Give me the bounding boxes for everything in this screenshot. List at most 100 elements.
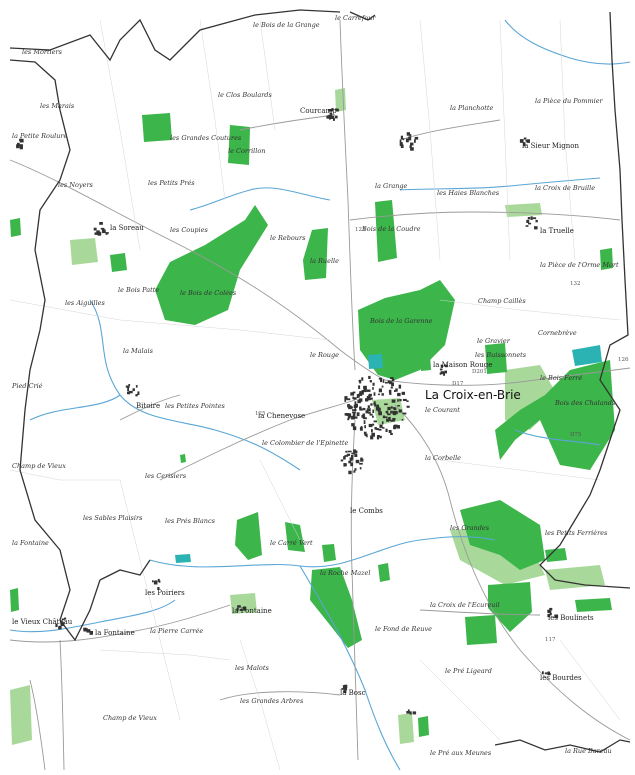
building [443,372,445,376]
hamlet-label: la Soreau [110,224,144,232]
building [402,412,407,415]
building [406,711,410,714]
building [355,459,360,464]
building [354,453,358,457]
road [219,691,341,701]
place-label: le Pré aux Meunes [430,749,492,757]
hamlet-label: la Chenevose [258,412,306,420]
building [526,219,530,223]
forest-patch [228,125,250,165]
building [365,410,369,414]
building [128,384,131,386]
building [373,420,377,423]
building [373,402,375,405]
forest-patch [303,228,328,280]
hamlet-label: les Boulinets [548,614,594,622]
building [326,116,330,118]
road [9,604,231,643]
parcel-line [439,459,601,481]
building [530,216,533,220]
building [157,578,160,582]
building [547,613,551,618]
forest-patch [142,113,172,142]
building [406,405,410,408]
building [391,399,396,403]
building [370,397,373,400]
stream [149,536,496,568]
forest-patch [378,563,390,582]
building [16,144,20,149]
parcel-line [499,19,511,261]
building [397,392,401,397]
building [363,385,367,389]
building [366,395,371,399]
building [349,457,354,461]
building [331,108,334,112]
building [346,414,350,416]
town-label: La Croix-en-Brie [425,388,521,402]
place-label: le Clos Boulards [218,91,272,99]
road-layer [9,19,631,771]
place-label: la Pièce du Pommier [535,97,603,105]
forest-patch [235,512,262,560]
place-label: le Corrillon [228,147,266,155]
building [334,115,338,119]
road-number: 126 [618,357,629,363]
building [409,145,412,148]
building [60,622,65,627]
hamlet-label: les Bourdes [540,674,582,682]
building [99,222,103,225]
place-label: les Petits Ferrières [545,529,608,537]
building [17,142,20,147]
building [397,405,400,407]
building [356,412,360,417]
building [390,386,393,389]
road-number: D75 [570,432,582,438]
building [353,449,357,453]
place-label: les Coupies [170,226,208,234]
building [390,410,393,414]
building [368,375,371,379]
building [398,409,402,413]
building [360,458,364,462]
building [372,409,375,413]
road-number: 123 [355,227,366,233]
building [525,225,529,227]
building [347,404,351,408]
water-body [368,354,383,369]
building [345,450,348,453]
road [350,419,359,761]
building [368,398,371,401]
road [29,679,46,771]
building [333,117,335,121]
building [364,425,366,429]
forest-patch [10,588,19,612]
building [369,413,373,416]
building [401,419,404,421]
place-label: les Grandes Arbres [240,697,304,705]
building [357,394,360,398]
building [153,580,158,585]
building [348,460,352,464]
building [391,378,395,382]
building [409,134,412,137]
building [340,459,344,462]
place-label: les Aiguilles [65,299,105,307]
road [384,367,631,386]
building [363,420,366,424]
building [354,416,358,419]
building [373,401,376,404]
building [370,403,373,406]
forest-patch [285,522,305,552]
hamlet-label: la Sieur Mignon [522,142,580,150]
building [377,407,381,412]
building [128,390,133,394]
building [152,580,154,583]
building [384,381,388,384]
building [378,428,382,431]
place-label: Champ Caillès [478,297,526,305]
place-label: le Courant [425,406,460,414]
building [20,138,24,143]
hamlet-label: la Truelle [540,227,574,235]
